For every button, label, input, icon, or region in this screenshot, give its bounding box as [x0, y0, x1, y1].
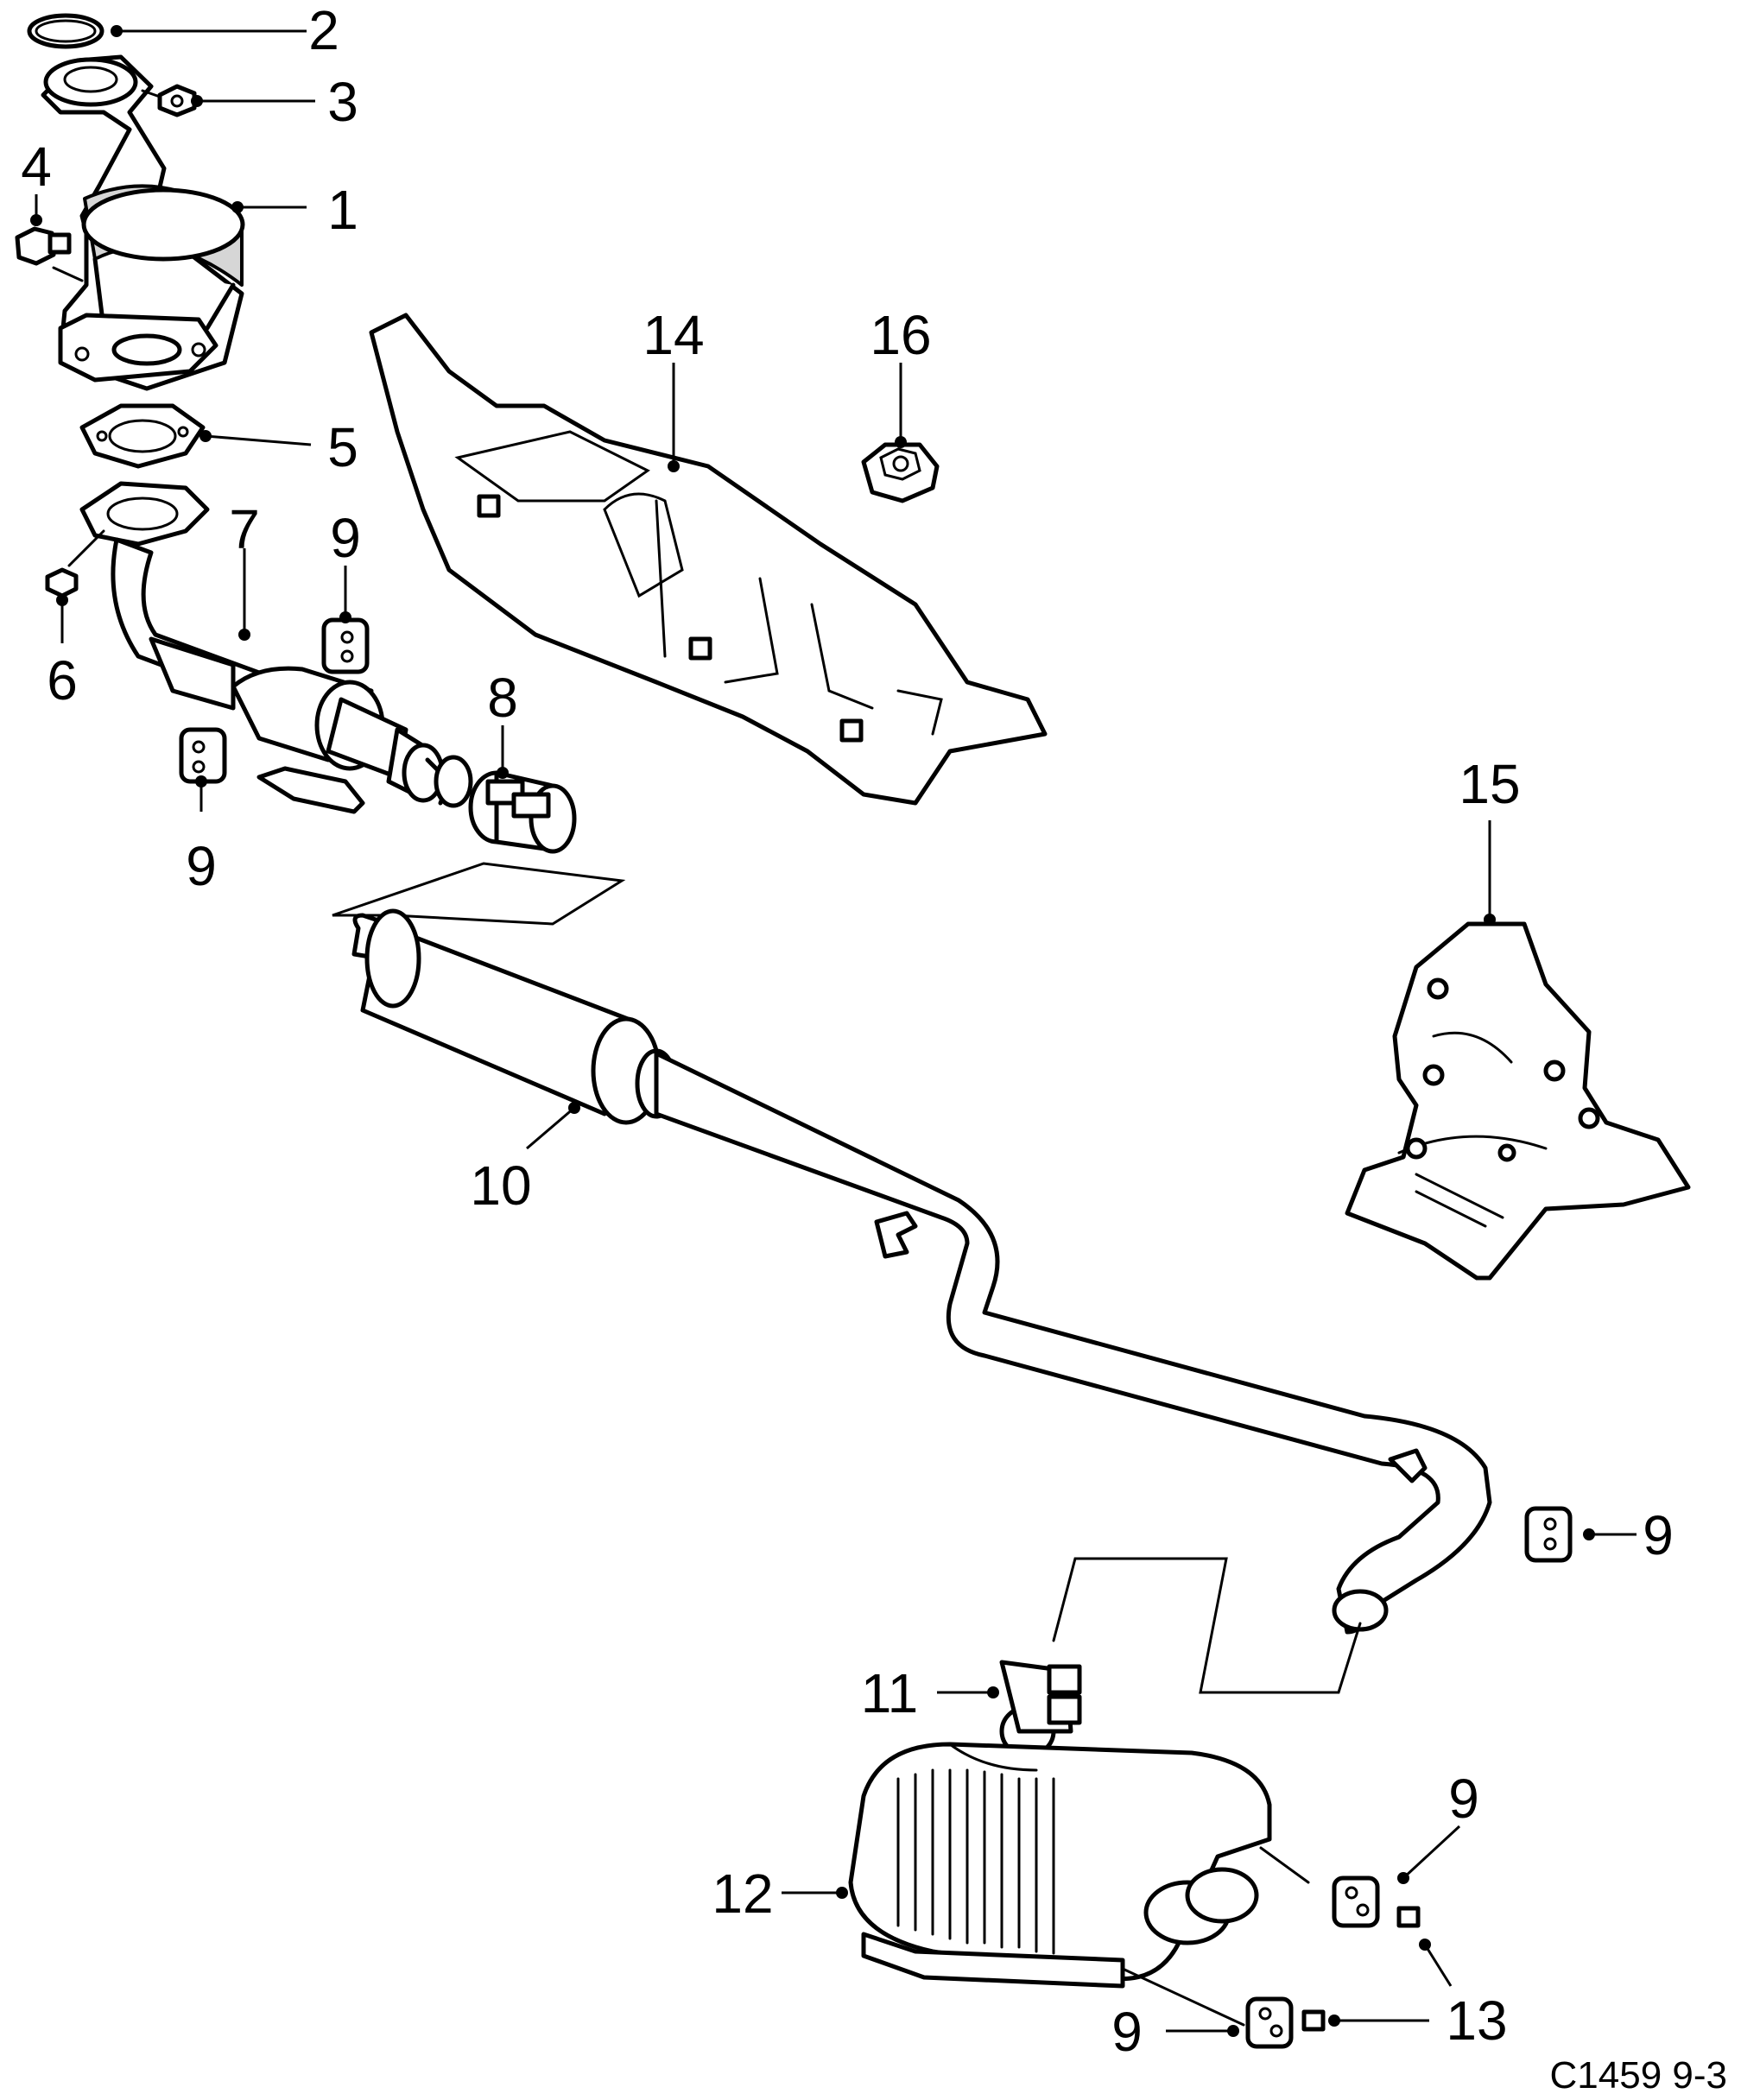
rear-muffler-part-12: [848, 1742, 1310, 2027]
rear-heat-shield-part-15: [1345, 921, 1691, 1281]
callout-16: 16: [870, 304, 931, 366]
gasket-part-5: [79, 403, 206, 469]
nut-part-3: [141, 84, 197, 117]
callout-13: 13: [1446, 1989, 1507, 2052]
callout-9-right: 9: [1643, 1504, 1674, 1566]
callout-9-rear-upper: 9: [1448, 1768, 1479, 1830]
flange-nut-part-16: [861, 442, 940, 503]
bolt-part-4: [15, 226, 84, 282]
sealing-ring-part-2: [27, 13, 104, 49]
rubber-hanger-part-9-e: [1245, 1996, 1294, 2049]
clamp-part-11: [999, 1557, 1362, 1758]
nut-part-6: [45, 529, 105, 598]
callout-9-left-lower: 9: [186, 835, 217, 897]
clamp-part-8: [332, 770, 626, 926]
callout-3: 3: [327, 71, 358, 133]
callout-2: 2: [308, 0, 339, 61]
callout-1: 1: [327, 179, 358, 241]
front-pipe-part-7: [79, 481, 473, 814]
callout-9-left-upper: 9: [330, 507, 361, 569]
rubber-hanger-part-9-a: [179, 727, 227, 784]
callout-7: 7: [229, 498, 260, 560]
callout-4: 4: [21, 136, 52, 198]
heat-shield-part-14: [369, 313, 1048, 806]
rubber-hanger-part-9-b: [321, 617, 370, 674]
callout-15: 15: [1459, 753, 1520, 815]
callout-labels: 2 3 1 4 5 6 7 9 9 8 14 16 15 10 9 11 12 …: [21, 0, 1674, 2063]
callout-12: 12: [712, 1863, 773, 1925]
clip-nut-part-13-b: [1301, 2009, 1326, 2032]
rubber-hanger-part-9-c: [1524, 1506, 1573, 1563]
callout-10: 10: [470, 1154, 531, 1217]
callout-8: 8: [487, 667, 518, 729]
catalytic-converter-part-1: [41, 54, 245, 391]
leader-lines: [30, 25, 1637, 2037]
clip-nut-part-13-a: [1396, 1906, 1421, 1928]
callout-14: 14: [643, 304, 704, 366]
middle-muffler-and-pipe-part-10: [351, 908, 1492, 1635]
rubber-hanger-part-9-d: [1332, 1875, 1380, 1928]
callout-9-rear-lower: 9: [1111, 2001, 1143, 2063]
callout-5: 5: [327, 416, 358, 478]
diagram-reference-code: C1459 9-3: [1550, 2054, 1727, 2097]
callout-6: 6: [47, 649, 78, 712]
callout-11: 11: [861, 1662, 918, 1724]
